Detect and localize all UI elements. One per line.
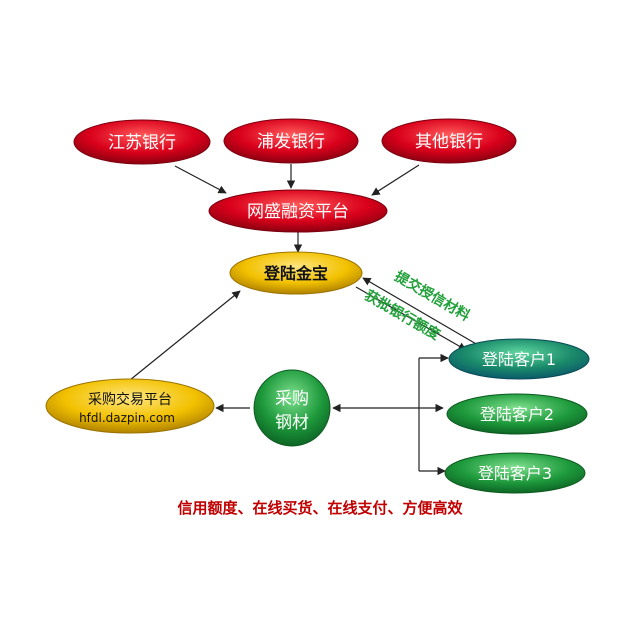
edges xyxy=(129,164,479,476)
node-procurement-platform-label: 采购交易平台 xyxy=(88,391,172,408)
node-pufa-bank-label: 浦发银行 xyxy=(257,132,325,152)
node-procurement-platform: 采购交易平台 hfdl.dazpin.com xyxy=(45,378,215,434)
node-other-bank-label: 其他银行 xyxy=(415,132,483,152)
edge-jinbao-to-client1-approve xyxy=(355,286,467,351)
node-login-client-1: 登陆客户1 xyxy=(448,338,590,380)
node-login-client-3-label: 登陆客户3 xyxy=(478,464,552,483)
node-login-client-2-label: 登陆客户2 xyxy=(480,405,554,424)
node-wangsheng-platform-label: 网盛融资平台 xyxy=(247,202,349,222)
edge-jiangsu-to-platform xyxy=(174,165,227,194)
node-jiangsu-bank: 江苏银行 xyxy=(73,119,211,165)
node-purchase-steel-line1: 采购 xyxy=(275,389,309,409)
node-pufa-bank: 浦发银行 xyxy=(223,118,359,164)
edge-procurement-to-jinbao xyxy=(129,290,241,381)
node-other-bank: 其他银行 xyxy=(381,118,517,164)
edge-client1-to-jinbao-submit xyxy=(362,277,479,346)
node-purchase-steel-line2: 钢材 xyxy=(275,413,309,433)
node-login-client-2: 登陆客户2 xyxy=(446,393,588,435)
node-procurement-url: hfdl.dazpin.com xyxy=(79,411,175,425)
node-login-jinbao: 登陆金宝 xyxy=(229,251,363,295)
node-wangsheng-platform: 网盛融资平台 xyxy=(208,189,388,233)
node-login-client-1-label: 登陆客户1 xyxy=(482,350,556,369)
node-purchase-steel: 采购 钢材 xyxy=(253,369,331,447)
caption-text: 信用额度、在线买货、在线支付、方便高效 xyxy=(177,499,463,517)
node-jiangsu-bank-label: 江苏银行 xyxy=(108,133,176,153)
node-login-jinbao-label: 登陆金宝 xyxy=(263,264,328,283)
edge-other-to-platform xyxy=(371,164,420,196)
node-login-client-3: 登陆客户3 xyxy=(444,452,586,494)
